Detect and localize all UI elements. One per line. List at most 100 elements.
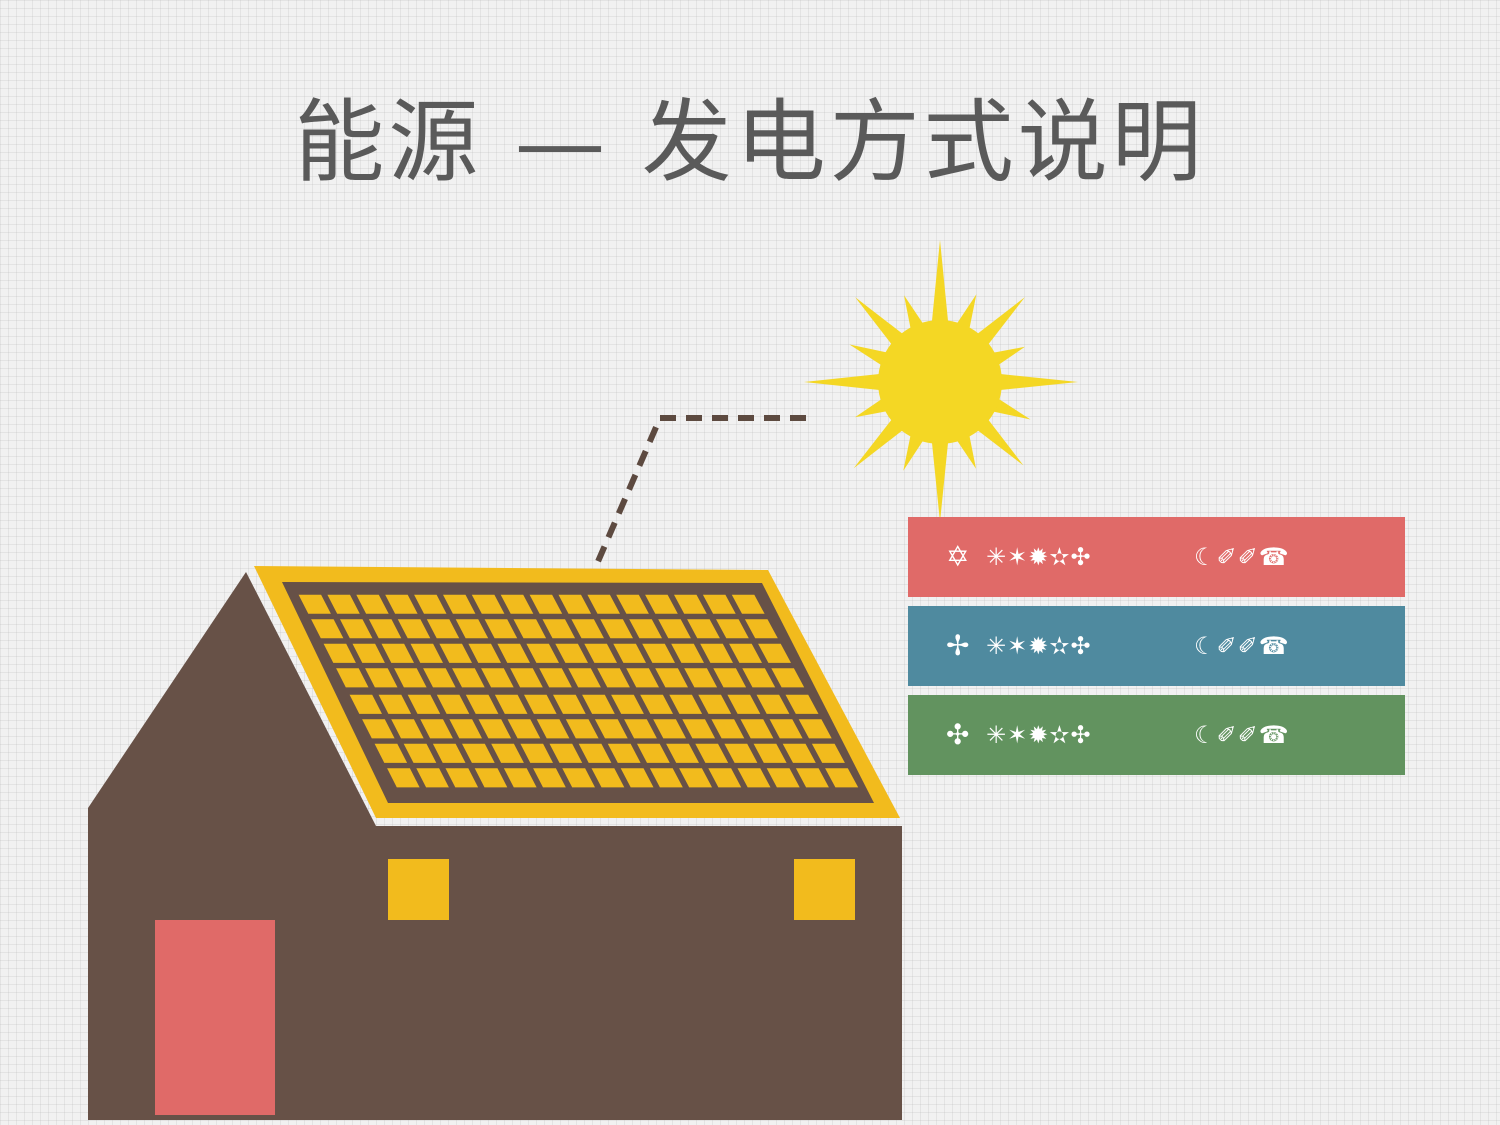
- sun-icon: [804, 240, 1078, 522]
- solar-cell: [756, 694, 790, 714]
- solar-cell: [439, 643, 472, 663]
- solar-cell: [336, 668, 369, 688]
- solar-cell: [533, 768, 566, 788]
- solar-cell: [549, 743, 583, 763]
- solar-cell: [410, 643, 443, 663]
- solar-cell: [497, 643, 530, 663]
- solar-cell: [414, 594, 447, 614]
- info-bar-1-label: ✳✶✹✫✣: [986, 543, 1092, 571]
- solar-cell: [679, 768, 712, 788]
- info-bar-1-value: ☾✐✐☎: [1194, 543, 1290, 571]
- solar-cell: [381, 643, 414, 663]
- solar-cell: [510, 668, 543, 688]
- solar-cell: [449, 719, 482, 739]
- solar-cell: [507, 719, 541, 739]
- solar-cell: [758, 643, 791, 663]
- solar-cell: [455, 619, 489, 639]
- solar-cell: [524, 694, 557, 714]
- door: [155, 920, 275, 1115]
- info-bar-1: ✡ ✳✶✹✫✣ ☾✐✐☎: [908, 517, 1405, 597]
- info-bar-3: ✣ ✳✶✹✫✣ ☾✐✐☎: [908, 695, 1405, 775]
- sun-core: [878, 320, 1002, 444]
- solar-cell: [649, 768, 683, 788]
- solar-panel-cells: [298, 594, 859, 788]
- solar-cell: [713, 668, 747, 688]
- solar-cell: [684, 668, 718, 688]
- solar-cell: [700, 643, 733, 663]
- solar-cell: [591, 768, 625, 788]
- window-right: [794, 859, 855, 920]
- solar-cell: [626, 668, 659, 688]
- solar-cell: [584, 643, 617, 663]
- solar-cell: [687, 619, 720, 639]
- solar-cell: [655, 668, 688, 688]
- solar-cell: [825, 768, 859, 788]
- solar-cell: [744, 619, 778, 639]
- solar-cell: [391, 719, 424, 739]
- solar-cell: [481, 668, 514, 688]
- solar-cell: [698, 694, 732, 714]
- solar-cell: [385, 594, 418, 614]
- info-bar-3-value: ☾✐✐☎: [1194, 721, 1290, 749]
- solar-cell: [443, 594, 476, 614]
- solar-cell: [653, 719, 686, 739]
- solar-cell: [798, 719, 832, 739]
- solar-cell: [620, 768, 654, 788]
- solar-cell: [766, 768, 800, 788]
- solar-cell: [742, 668, 776, 688]
- solar-cell: [578, 743, 612, 763]
- solar-cell: [753, 743, 787, 763]
- solar-cell: [465, 694, 499, 714]
- solar-cell: [795, 768, 829, 788]
- solar-cell: [624, 719, 657, 739]
- solar-cell: [658, 619, 691, 639]
- solar-cell: [445, 768, 479, 788]
- solar-cell: [462, 743, 495, 763]
- info-bar-3-label: ✳✶✹✫✣: [986, 721, 1092, 749]
- solar-cell: [731, 594, 765, 614]
- solar-cell: [323, 643, 356, 663]
- solar-cell: [478, 719, 512, 739]
- solar-cell: [782, 743, 816, 763]
- solar-cell: [432, 743, 466, 763]
- solar-cell: [340, 619, 373, 639]
- solar-cell: [682, 719, 716, 739]
- solar-cell: [539, 668, 572, 688]
- solar-cell: [452, 668, 485, 688]
- solar-cell: [729, 643, 762, 663]
- solar-cell: [374, 743, 408, 763]
- solar-cell: [327, 594, 360, 614]
- solar-cell: [471, 594, 505, 614]
- page-title: 能源 — 发电方式说明: [294, 90, 1206, 195]
- solar-cell: [503, 768, 537, 788]
- solar-cell: [613, 643, 646, 663]
- solar-cell: [607, 743, 641, 763]
- solar-cell: [724, 743, 758, 763]
- solar-cell: [568, 668, 601, 688]
- solar-cell: [352, 643, 385, 663]
- info-bar-2-value: ☾✐✐☎: [1194, 632, 1290, 660]
- solar-cell: [671, 643, 704, 663]
- solar-cell: [416, 768, 449, 788]
- solar-cell: [520, 743, 553, 763]
- solar-cell: [611, 694, 644, 714]
- solar-cell: [811, 743, 845, 763]
- info-bar-2-icon: ✢: [946, 629, 970, 662]
- solar-cell: [436, 694, 470, 714]
- solar-cell: [669, 694, 703, 714]
- solar-cell: [597, 668, 630, 688]
- info-bar-2: ✢ ✳✶✹✫✣ ☾✐✐☎: [908, 606, 1405, 686]
- solar-cell: [298, 594, 331, 614]
- solar-cell: [356, 594, 389, 614]
- solar-cell: [420, 719, 453, 739]
- solar-cell: [771, 668, 805, 688]
- solar-cell: [562, 768, 595, 788]
- solar-cell: [702, 594, 736, 614]
- solar-cell: [637, 743, 670, 763]
- solar-cell: [558, 594, 592, 614]
- info-bar-1-icon: ✡: [946, 540, 970, 573]
- solar-cell: [526, 643, 559, 663]
- solar-cell: [387, 768, 420, 788]
- solar-cell: [666, 743, 699, 763]
- solar-cell: [484, 619, 518, 639]
